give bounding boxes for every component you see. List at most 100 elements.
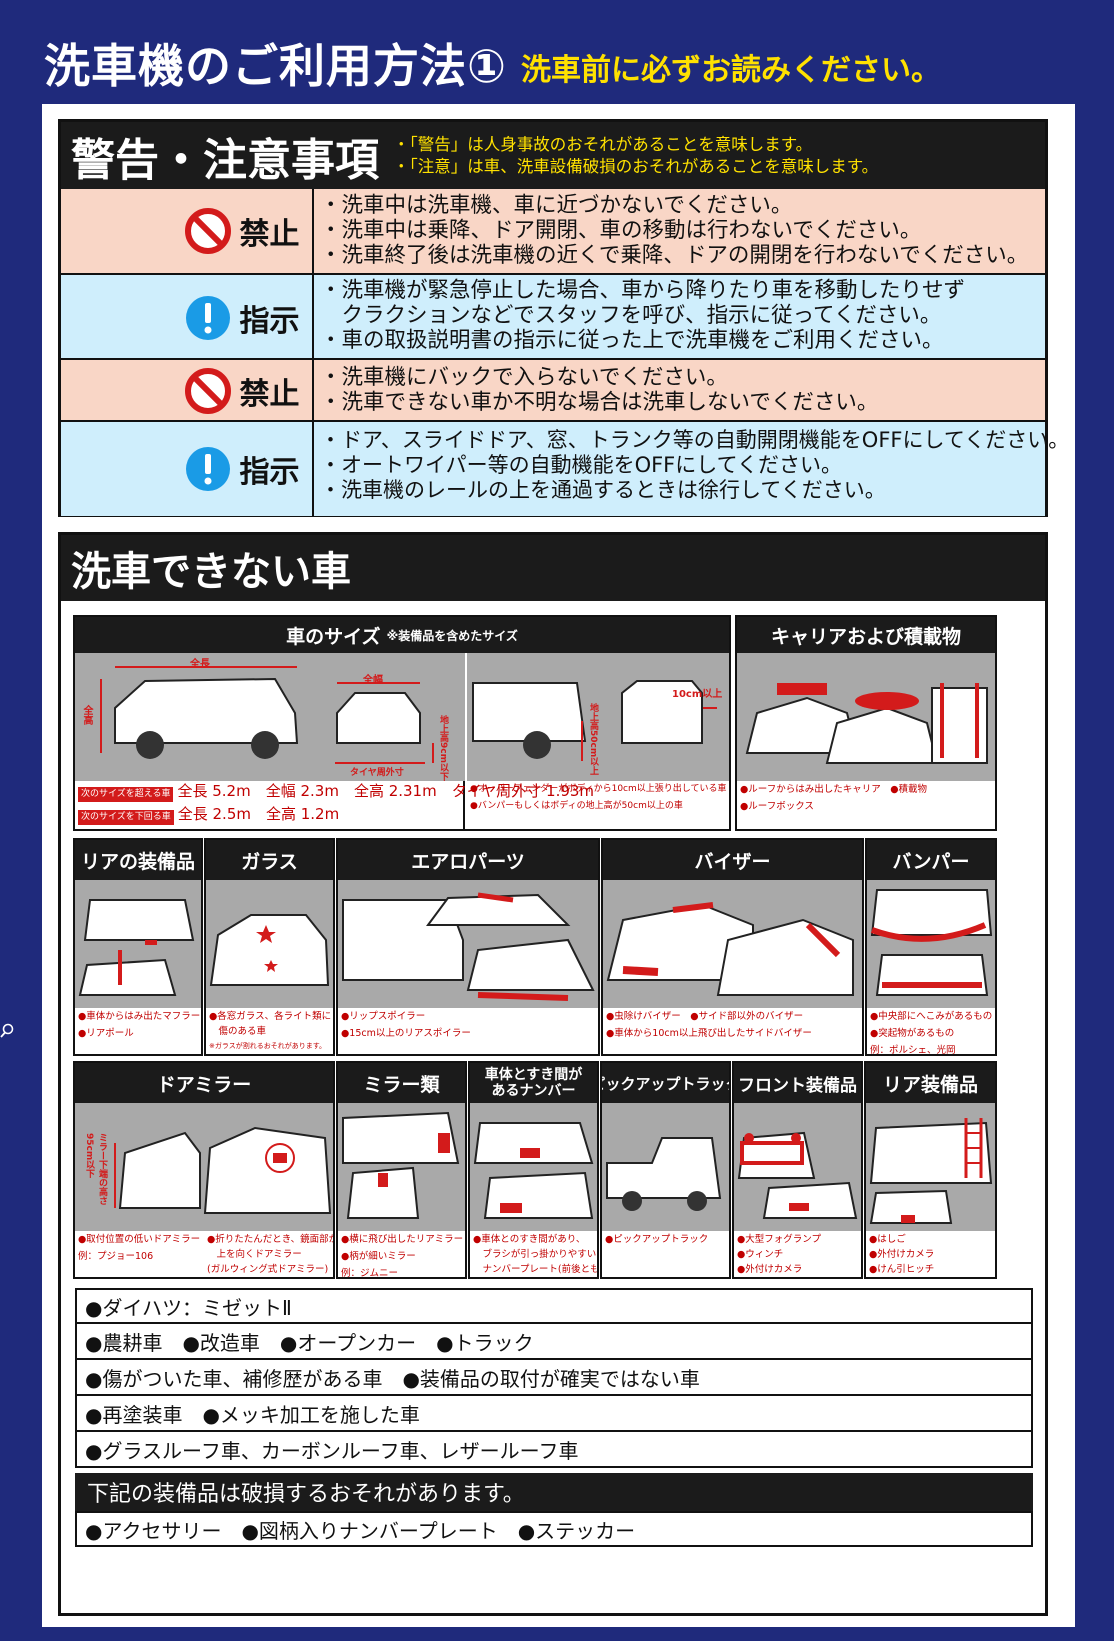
kind-cell: 指示: [171, 422, 314, 516]
caption: ●15cm以上のリアスポイラー: [341, 1028, 471, 1039]
carrier-title: キャリアおよび積載物: [737, 617, 995, 653]
glass-box: ガラス ●各窓ガラス、各ライト類に 傷のある車 ※ガラスが割れるおそれがあります…: [204, 838, 335, 1056]
caption: ●リップスポイラー: [341, 1011, 426, 1022]
glass-car-diagram: [209, 914, 330, 986]
caution-prohibit-row: 禁止 ・洗車機にバックで入らないでください。 ・洗車できない車か不明な場合は洗車…: [61, 358, 1045, 422]
bumper-box: バンパー ●中央部にへこみがあるもの ●突起物があるもの 例：ポルシェ、光岡: [865, 838, 997, 1056]
rear-equipment-title: リアの装備品: [75, 840, 201, 880]
kind-label: 指示: [239, 303, 300, 339]
main-panel: 警告・注意事項 ・「警告」は人身事故のおそれがあることを意味します。 ・「注意」…: [42, 104, 1075, 1627]
bumper-height-label: 地上高50cm以上: [588, 703, 598, 776]
instruction-lines: ・洗車機にバックで入らないでください。 ・洗車できない車か不明な場合は洗車しない…: [314, 360, 1045, 422]
plate-title-line: 車体とすき間が: [484, 1067, 583, 1083]
list-item: ●再塗装車 ●メッキ加工を施した車: [75, 1396, 1033, 1432]
kind-label: 指示: [239, 455, 300, 490]
instruction-line: ・洗車機のレールの上を通過するときは徐行してください。: [320, 478, 886, 502]
kind-label: 禁止: [239, 217, 300, 252]
caption: ●ルーフからはみ出したキャリア ●積載物: [740, 784, 928, 795]
plate-title-line: あるナンバー: [491, 1083, 576, 1099]
kind-label: 禁止: [239, 377, 300, 412]
instruction-line: ・洗車できない車か不明な場合は洗車しないでください。: [320, 390, 879, 415]
suv-size-diagram: [472, 680, 717, 761]
pickup-truck-diagram: [606, 1137, 722, 1211]
plate-cars-diagram: [473, 1122, 594, 1219]
mirrors-illustration: [338, 1103, 465, 1231]
glass-title: ガラス: [206, 840, 333, 880]
door-mirror-title: ドアミラー: [75, 1063, 333, 1103]
list-item: ●農耕車 ●改造車 ●オープンカー ●トラック: [75, 1324, 1033, 1360]
warning-notes: ・「警告」は人身事故のおそれがあることを意味します。 ・「注意」は車、洗車設備破…: [393, 134, 878, 178]
warning-section: 警告・注意事項 ・「警告」は人身事故のおそれがあることを意味します。 ・「注意」…: [58, 119, 1070, 517]
door-mirror-left-caps: ●取付位置の低いドアミラー 例：プジョー106: [75, 1231, 204, 1265]
over-tag: 次のサイズを超える車: [78, 787, 174, 802]
front-equipment-illustration: [734, 1103, 861, 1231]
no-wash-title: 洗車できない車: [61, 535, 1045, 601]
door-mirror-diagram: [114, 1126, 332, 1214]
door-mirror-box: ドアミラー ミラー下端の高さ 95cm以下 ●取付位置の低いドアミラー 例：プジ…: [73, 1061, 335, 1279]
instruction-lines: ・洗車機が緊急停止した場合、車から降りたり車を移動したりせず クラクションなどで…: [314, 275, 1045, 360]
caution-instruct-row: 指示 ・ドア、スライドドア、窓、トランク等の自動開閉機能をOFFにしてください。…: [61, 420, 1070, 516]
glass-small-note: ※ガラスが割れるおそれがあります。: [209, 1042, 327, 1050]
carrier-illustration: [737, 653, 995, 781]
prohibit-icon: [184, 208, 231, 254]
instruction-line: ・洗車中は乗降、ドア開閉、車の移動は行わないでください。: [320, 218, 922, 243]
car-size-box: 車のサイズ ※装備品を含めたサイズ 全長 全高 全幅 タイヤ周外寸: [73, 615, 731, 831]
caption: (ガルウィング式ドアミラー): [207, 1264, 329, 1275]
under-text: 全長 2.5m 全高 1.2m: [177, 805, 340, 823]
exclamation-icon: [185, 447, 230, 491]
instruction-line: クラクションなどでスタッフを呼び、指示に従ってください。: [320, 303, 942, 328]
fender-label: 10cm以上: [672, 689, 723, 700]
mirrors-example: 例：ジムニー: [341, 1268, 399, 1279]
instruction-line: ・ドア、スライドドア、窓、トランク等の自動開閉機能をOFFにしてください。: [320, 428, 1070, 452]
aero-cars-diagram: [342, 892, 595, 1001]
caption: ●車体とのすき間があり、: [473, 1234, 586, 1245]
warning-note: ・「警告」は人身事故のおそれがあることを意味します。: [393, 134, 813, 154]
over-text: 全長 5.2m 全幅 2.3m 全高 2.31m タイヤ周外寸 1.93m: [177, 782, 595, 800]
visor-box: バイザー ●虫除けバイザー ●サイド部以外のバイザー ●車体から10cm以上飛び…: [601, 838, 864, 1056]
caption: ●はしご: [869, 1234, 906, 1245]
warning-instruct-row: 指示 ・洗車機が緊急停止した場合、車から降りたり車を移動したりせず クラクション…: [61, 273, 1045, 360]
warning-note: ・「注意」は車、洗車設備破損のおそれがあることを意味します。: [393, 156, 879, 176]
instruction-line: ・洗車中は洗車機、車に近づかないでください。: [320, 193, 793, 218]
page-subtitle: 洗車前に必ずお読みください。: [520, 53, 941, 88]
length-label: 全長: [190, 659, 210, 670]
rear-equipment2-illustration: [866, 1103, 995, 1231]
list-item: ●傷がついた車、補修歴がある車 ●装備品の取付が確実ではない車: [75, 1360, 1033, 1396]
caption: ●ピックアップトラック: [605, 1234, 709, 1245]
plate-header: 車体とすき間が あるナンバー: [470, 1063, 597, 1103]
aero-illustration: [338, 880, 598, 1008]
caption: ナンバープレート(前後とも): [473, 1264, 599, 1275]
visor-cars-diagram: [606, 902, 854, 996]
caption: ●車体から10cm以上飛び出したサイドバイザー: [606, 1028, 812, 1039]
car-size-title: 車のサイズ: [286, 625, 381, 648]
instruction-line: ・洗車機が緊急停止した場合、車から降りたり車を移動したりせず: [320, 278, 966, 303]
rear-equipment2-title: リア装備品: [866, 1063, 995, 1103]
caption: ●中央部にへこみがあるもの: [870, 1011, 993, 1022]
aero-title: エアロパーツ: [338, 840, 598, 880]
ground-label: 地上高9cm以下: [438, 715, 448, 781]
front-equipment-diagram: [737, 1131, 858, 1219]
mirror-height-label: ミラー下端の高さ 95cm以下: [84, 1133, 107, 1205]
car-size-note: ※装備品を含めたサイズ: [386, 628, 518, 643]
front-equipment-title: フロント装備品: [734, 1063, 861, 1103]
mirrors-box: ミラー類 ●横に飛び出したリアミラー ●柄が細いミラー 例：ジムニー: [336, 1061, 467, 1279]
van-size-diagram: [100, 666, 434, 764]
exclamation-icon: [185, 295, 230, 340]
warning-header: 警告・注意事項 ・「警告」は人身事故のおそれがあることを意味します。 ・「注意」…: [61, 122, 1045, 189]
magnifier-icon: [0, 1023, 14, 1038]
car-size-illustration-left: 全長 全高 全幅 タイヤ周外寸 地上高9cm以下: [75, 653, 465, 781]
instruction-line: ・洗車機にバックで入らないでください。: [320, 365, 728, 390]
bumper-illustration: [867, 880, 995, 1008]
caption: ●リアポール: [78, 1028, 134, 1039]
car-size-header: 車のサイズ ※装備品を含めたサイズ: [75, 617, 729, 653]
pickup-title: ピックアップトラック: [602, 1063, 729, 1103]
kind-cell: 禁止: [171, 189, 314, 273]
tire-label: タイヤ周外寸: [350, 768, 404, 778]
caption: ●車体からはみ出たマフラー: [78, 1011, 201, 1022]
rear-equipment-box: リアの装備品 ●車体からはみ出たマフラー ●リアポール: [73, 838, 203, 1056]
list-item: ●ダイハツ：ミゼットⅡ: [75, 1288, 1033, 1324]
caption: ●バンパーもしくはボディの地上高が50cm以上の車: [470, 801, 683, 811]
under-tag: 次のサイズを下回る車: [78, 810, 174, 825]
caption: ブラシが引っ掛かりやすい: [473, 1249, 597, 1260]
plate-box: 車体とすき間が あるナンバー ●車体とのすき間があり、 ブラシが引っ掛かりやすい…: [468, 1061, 599, 1279]
